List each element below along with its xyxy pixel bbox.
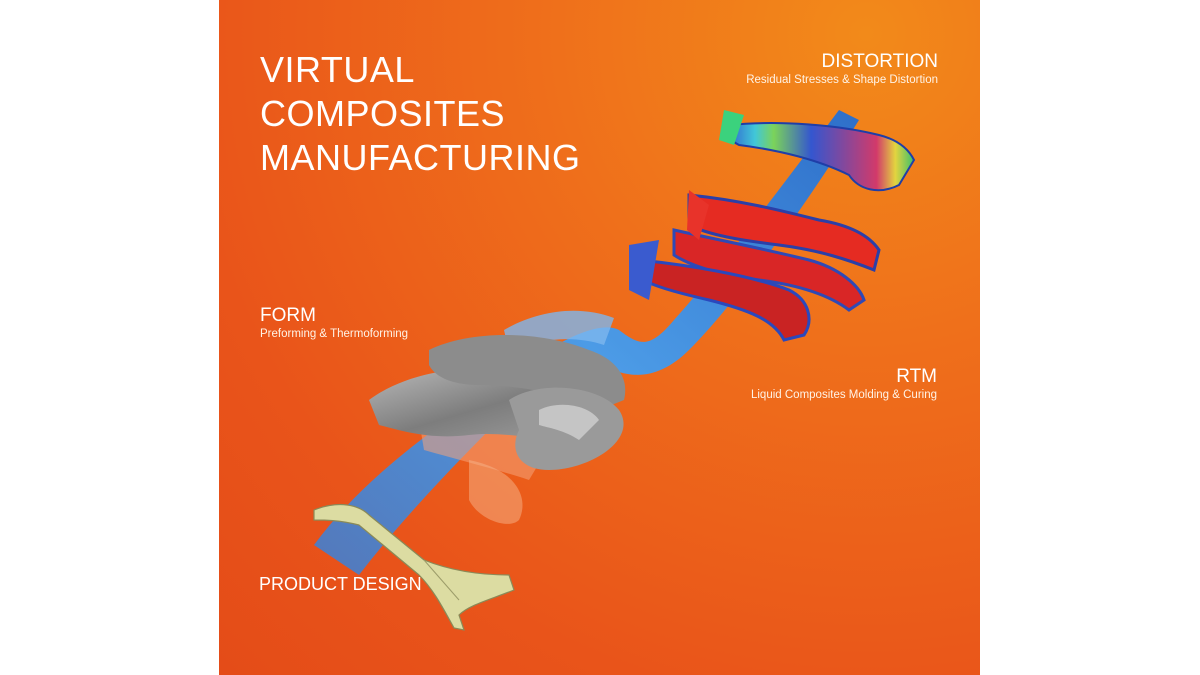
rtm-parts [629, 190, 881, 342]
distortion-part [719, 110, 916, 192]
process-illustration [313, 110, 916, 631]
stage-distortion-name: DISTORTION [821, 51, 938, 72]
poster-title: VIRTUAL COMPOSITES MANUFACTURING [260, 48, 581, 180]
stage-form: FORM Preforming & Thermoforming [260, 305, 408, 341]
stage-distortion: DISTORTION Residual Stresses & Shape Dis… [746, 51, 938, 87]
stage-product-design-name: PRODUCT DESIGN [259, 574, 422, 594]
product-design-part [313, 503, 515, 631]
stage-rtm-name: RTM [896, 366, 937, 387]
stage-form-name: FORM [260, 305, 316, 326]
stage-distortion-subtitle: Residual Stresses & Shape Distortion [746, 74, 938, 86]
stage-form-subtitle: Preforming & Thermoforming [260, 328, 409, 340]
poster: VIRTUAL COMPOSITES MANUFACTURING DISTORT… [219, 0, 980, 675]
stage-product-design: PRODUCT DESIGN [259, 573, 422, 595]
stage-rtm-subtitle: Liquid Composites Molding & Curing [750, 389, 937, 401]
title-line-3: MANUFACTURING [260, 137, 581, 178]
title-line-2: COMPOSITES [260, 93, 506, 134]
title-line-1: VIRTUAL [260, 49, 415, 90]
blue-ribbon [314, 110, 859, 575]
stage-rtm: RTM Liquid Composites Molding & Curing [751, 366, 937, 402]
